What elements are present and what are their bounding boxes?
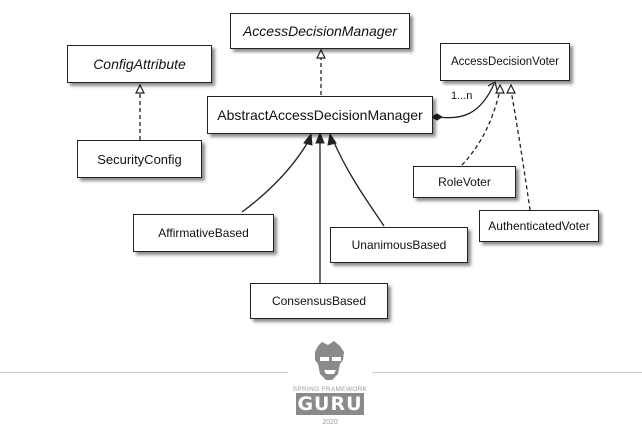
class-affirmative-based: AffirmativeBased — [133, 214, 274, 252]
aggregation-abstract-to-voter — [436, 83, 495, 119]
class-abstract-access-decision-manager: AbstractAccessDecisionManager — [207, 96, 433, 134]
class-unanimous-based: UnanimousBased — [330, 227, 468, 263]
arrowhead-voter-auth — [506, 83, 516, 94]
logo-tagline: SPRING FRAMEWORK — [292, 386, 368, 393]
class-authenticated-voter: AuthenticatedVoter — [479, 210, 599, 242]
realization-authenticatedvoter-to-voter — [510, 89, 531, 211]
class-config-attribute: ConfigAttribute — [67, 45, 212, 83]
class-access-decision-manager: AccessDecisionManager — [230, 13, 410, 49]
arrowhead-manager — [316, 48, 326, 59]
arrowhead-voter-role — [495, 83, 505, 94]
generalization-unanimous — [332, 139, 385, 227]
generalization-affirmative — [241, 139, 310, 213]
arrowhead-configattribute — [135, 83, 145, 94]
guru-face-icon — [315, 341, 344, 380]
class-label: AuthenticatedVoter — [488, 219, 590, 233]
class-label: AccessDecisionManager — [242, 23, 398, 39]
class-label: AccessDecisionVoter — [450, 56, 560, 68]
class-label: ConfigAttribute — [93, 56, 186, 72]
class-label: SecurityConfig — [97, 151, 182, 167]
realization-rolevoter-to-voter — [461, 89, 501, 166]
class-label: RoleVoter — [438, 175, 491, 189]
class-label: AbstractAccessDecisionManager — [217, 107, 423, 123]
class-role-voter: RoleVoter — [413, 166, 516, 198]
class-label: UnanimousBased — [351, 238, 447, 252]
aggregation-diamond — [431, 113, 443, 121]
class-consensus-based: ConsensusBased — [250, 283, 388, 319]
logo-wordmark: GURU — [296, 393, 364, 415]
class-label: ConsensusBased — [271, 294, 367, 308]
arrowhead-unanimous — [327, 132, 337, 146]
spring-framework-guru-logo: SPRING FRAMEWORK GURU 2020 — [288, 340, 372, 432]
arrowhead-affirmative — [303, 132, 313, 146]
multiplicity-label: 1...n — [451, 90, 473, 102]
class-access-decision-voter: AccessDecisionVoter — [440, 43, 570, 81]
logo-year: 2020 — [322, 419, 338, 426]
arrowhead-consensus — [315, 131, 325, 144]
aggregation-arrow-tip — [487, 81, 498, 91]
class-security-config: SecurityConfig — [77, 140, 202, 178]
class-label: AffirmativeBased — [158, 226, 249, 240]
